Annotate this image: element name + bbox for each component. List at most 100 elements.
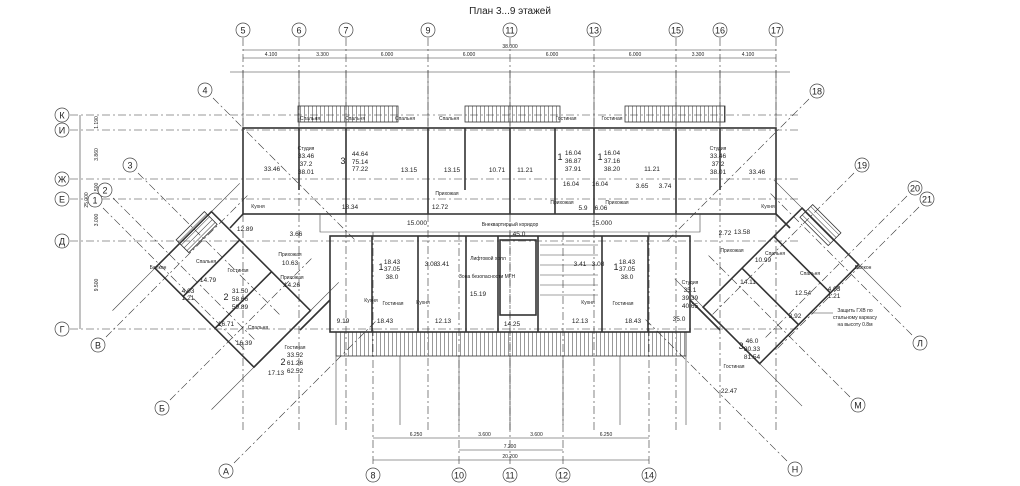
axis-label: 11 bbox=[505, 26, 514, 36]
room-label: Кухня bbox=[416, 300, 430, 306]
room-label: 3 bbox=[340, 156, 345, 166]
dimension: 3.300 bbox=[316, 52, 329, 58]
room-label: Студия bbox=[298, 146, 315, 152]
room-label: 33.52 bbox=[287, 352, 304, 359]
axis-marker: Н bbox=[787, 461, 803, 477]
dimension: 7.200 bbox=[504, 444, 517, 450]
room-label: Гостиная bbox=[228, 268, 249, 274]
balcony-bottom bbox=[335, 331, 687, 357]
room-label: 1 bbox=[557, 152, 562, 162]
axis-marker: Г bbox=[54, 321, 70, 337]
room-label: 10.63 bbox=[282, 260, 299, 267]
room-label: 11.21 bbox=[644, 166, 660, 173]
room-label: Гостиная bbox=[383, 301, 404, 307]
room-label: Прихожая bbox=[278, 252, 301, 258]
axis-label: Ж bbox=[58, 175, 67, 185]
room-label: 36.87 bbox=[565, 158, 582, 165]
axis-marker: 11 bbox=[502, 467, 518, 483]
room-label: Кухня bbox=[364, 298, 378, 304]
room-label: 15.000 bbox=[592, 220, 612, 227]
room-label: 31.50 bbox=[232, 288, 249, 295]
room-label: 33.46 bbox=[298, 153, 315, 160]
dimension: 6.250 bbox=[600, 432, 613, 438]
room-label: 33.46 bbox=[749, 169, 766, 176]
room-label: Зона безопасности МГН bbox=[459, 274, 516, 280]
axis-marker: В bbox=[90, 337, 106, 353]
axis-label: Е bbox=[59, 195, 65, 205]
axis-label: 6 bbox=[296, 26, 301, 36]
axis-marker: 5 bbox=[235, 22, 251, 38]
room-label: 15.000 bbox=[407, 220, 427, 227]
room-label: 3.41 bbox=[437, 261, 450, 268]
room-label: Балкон bbox=[150, 265, 167, 271]
room-label: 3.66 bbox=[290, 231, 303, 238]
axis-label: М bbox=[854, 401, 862, 411]
axis-marker: 14 bbox=[641, 467, 657, 483]
axis-marker: 18 bbox=[809, 83, 825, 99]
axis-label: 14 bbox=[644, 471, 654, 481]
room-label: Спальня bbox=[395, 116, 415, 122]
axis-marker: 21 bbox=[919, 191, 935, 207]
room-label: Прихожая bbox=[280, 275, 303, 281]
axis-label: 20 bbox=[910, 184, 920, 194]
room-label: Прихожая bbox=[720, 248, 743, 254]
room-label: 61.26 bbox=[287, 360, 304, 367]
dimension-total: 25.000 bbox=[84, 192, 90, 208]
dimension: 1.500 bbox=[94, 183, 100, 196]
axis-label: Н bbox=[792, 465, 799, 475]
room-label: 3.65 bbox=[636, 183, 649, 190]
room-label: 38.01 bbox=[710, 169, 727, 176]
axis-marker: 6 bbox=[291, 22, 307, 38]
room-label: 16.71 bbox=[218, 321, 235, 328]
room-label: 33.46 bbox=[264, 166, 281, 173]
room-label: Кухня bbox=[251, 204, 265, 210]
room-label: 3 bbox=[738, 341, 743, 351]
axis-label: 9 bbox=[425, 26, 430, 36]
room-label: Прихожая bbox=[435, 191, 458, 197]
dimension: 4.100 bbox=[265, 52, 278, 58]
room-label: 81.54 bbox=[744, 354, 761, 361]
axis-marker: 11 bbox=[502, 22, 518, 38]
room-label: 37.2 bbox=[712, 161, 725, 168]
room-label: Прихожая bbox=[605, 200, 628, 206]
axis-label: 21 bbox=[922, 195, 932, 205]
room-label: 58.66 bbox=[232, 296, 249, 303]
room-label: 1.21 bbox=[828, 293, 841, 300]
axis-label: 5 bbox=[240, 26, 245, 36]
walls bbox=[112, 70, 902, 425]
axis-marker: 4 bbox=[197, 82, 213, 98]
room-label: 3.74 bbox=[659, 183, 672, 190]
room-label: 1.21 bbox=[182, 295, 195, 302]
room-label: Студия bbox=[710, 146, 727, 152]
dimension: 6.250 bbox=[410, 432, 423, 438]
room-label: Гостиная bbox=[602, 116, 623, 122]
room-label: 18.34 bbox=[342, 204, 359, 211]
axis-marker: 3 bbox=[122, 157, 138, 173]
room-label: 18.43 bbox=[619, 259, 636, 266]
room-label: 38.0 bbox=[621, 274, 634, 281]
axis-label: 4 bbox=[202, 86, 207, 96]
room-label: 35.1 bbox=[684, 287, 697, 294]
room-label: 45.0 bbox=[513, 231, 526, 238]
axis-label: 12 bbox=[558, 471, 568, 481]
room-label: 1 bbox=[597, 152, 602, 162]
room-label: 10.99 bbox=[755, 257, 772, 264]
dimension: 6.000 bbox=[463, 52, 476, 58]
axis-marker: А bbox=[218, 463, 234, 479]
axis-marker: 15 bbox=[668, 22, 684, 38]
room-label: 35.0 bbox=[673, 316, 686, 323]
room-label: 38.01 bbox=[298, 169, 315, 176]
axis-marker: Л bbox=[912, 335, 928, 351]
axis-marker: 17 bbox=[768, 22, 784, 38]
room-label: 10.71 bbox=[489, 167, 506, 174]
room-label: 18.43 bbox=[384, 259, 401, 266]
dimension: 3.600 bbox=[478, 432, 491, 438]
room-label: 2 bbox=[280, 357, 285, 367]
axis-marker: 1 bbox=[87, 192, 103, 208]
axis-marker: Е bbox=[54, 191, 70, 207]
room-label: Гостиная bbox=[613, 301, 634, 307]
room-label: 38.0 bbox=[386, 274, 399, 281]
axis-label: В bbox=[95, 341, 101, 351]
room-label: 11.21 bbox=[517, 167, 533, 174]
